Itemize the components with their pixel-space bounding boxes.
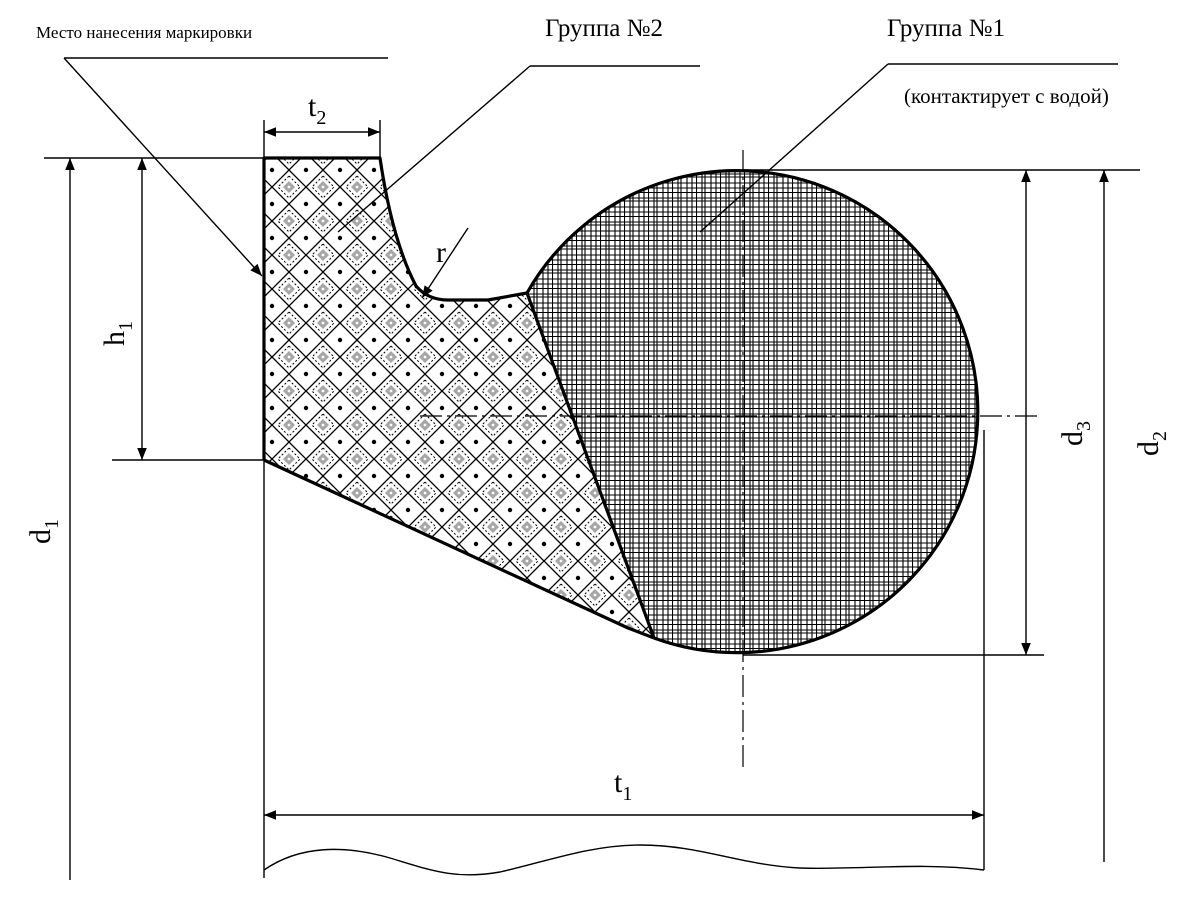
dim-label-t1: t1 [614,766,632,805]
leader-group2-line [337,65,531,233]
label-group1: Группа №1 [887,15,1005,42]
label-group1-note: (контактирует с водой) [904,84,1109,108]
group1-circle-outline [525,169,980,655]
group2-outline [262,156,655,640]
label-radius: r [436,236,446,269]
label-group2: Группа №2 [545,15,663,42]
label-marking-place: Место нанесения маркировки [36,23,252,42]
dim-label-d3: d3 [1056,421,1095,446]
leader-radius-line [421,227,469,299]
group2-body-section [264,158,654,638]
leader-group1-line [699,63,889,233]
dim-label-h1: h1 [98,321,137,346]
dim-label-d2: d2 [1132,431,1171,456]
group-divider-line [525,292,656,639]
leader-marking-line [63,57,263,277]
dim-label-t2: t2 [308,90,326,129]
break-wavy-line [263,844,985,876]
dim-label-d1: d1 [24,519,63,544]
group1-circle-section [527,170,978,653]
